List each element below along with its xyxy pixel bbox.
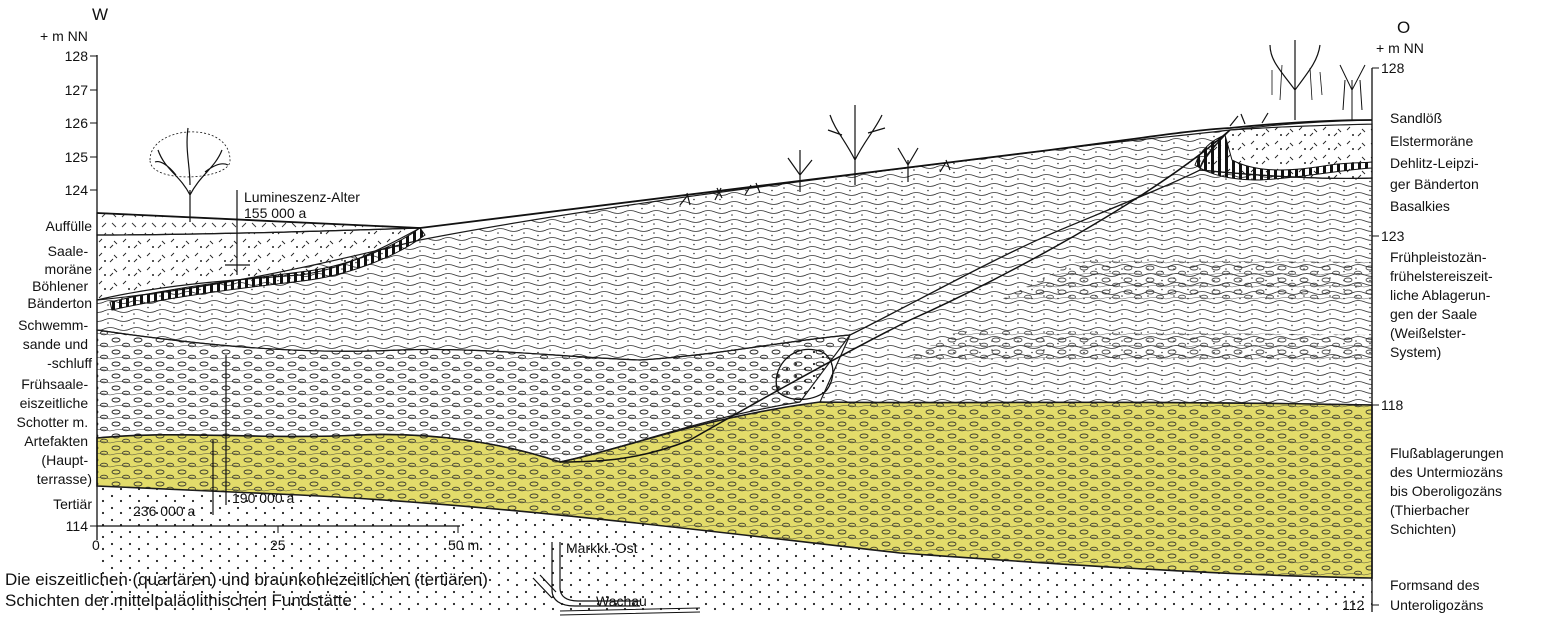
right-layer-labels: Sandlöß Elstermoräne Dehlitz-Leipzi- ger…	[1390, 110, 1508, 613]
label-elstermoraene: Elstermoräne	[1390, 133, 1473, 149]
label-flussablagerungen: Flußablagerungen des Untermiozäns bis Ob…	[1390, 445, 1508, 537]
right-tick-128: 128	[1381, 60, 1405, 76]
west-label: W	[92, 5, 108, 24]
label-sandloess: Sandlöß	[1390, 110, 1442, 126]
right-tick-123: 123	[1381, 228, 1405, 244]
left-layer-labels: Auffülle Saale- moräne Böhlener Bänderto…	[17, 218, 93, 512]
label-basalkies: Basalkies	[1390, 198, 1450, 214]
location-markkl-ost: Markkl.-Ost	[566, 540, 638, 556]
tree-icon	[150, 128, 230, 222]
label-boehlener-baenderton: Böhlener Bänderton	[27, 278, 92, 311]
age-190000: 190 000 a	[232, 490, 294, 506]
left-tick-125: 125	[65, 149, 89, 165]
label-formsand: Formsand des Unteroligozäns	[1390, 577, 1483, 613]
label-fruehpleistozaen: Frühpleistozän- frühelstereiszeit- liche…	[1390, 249, 1497, 360]
label-tertiaer: Tertiär	[53, 496, 92, 512]
label-dehlitz-leipziger-baenderton: Dehlitz-Leipzi- ger Bänderton	[1390, 155, 1483, 192]
distance-tick-0: 0	[92, 537, 100, 553]
tree-icon	[1270, 40, 1322, 120]
label-schwemmsande: Schwemm- sande und -schluff	[18, 317, 92, 371]
east-label: O	[1397, 18, 1410, 37]
left-tick-128: 128	[65, 48, 89, 64]
label-fruehsaale-schotter: Frühsaale- eiszeitliche Schotter m. Arte…	[17, 376, 92, 487]
label-saalemoraene: Saale- moräne	[45, 243, 93, 277]
location-wachau: Wachau	[596, 593, 647, 609]
left-tick-127: 127	[65, 82, 89, 98]
figure-caption: Die eiszeitlichen (quartären) und braunk…	[5, 569, 525, 615]
distance-tick-50: 50 m	[448, 537, 479, 553]
luminescence-value: 155 000 a	[244, 205, 306, 221]
left-axis-unit: + m NN	[40, 28, 88, 44]
distance-tick-25: 25	[270, 537, 286, 553]
right-axis-unit: + m NN	[1376, 40, 1424, 56]
left-tick-114: 114	[66, 518, 89, 534]
right-tick-112: 112	[1342, 597, 1365, 613]
left-tick-126: 126	[65, 115, 89, 131]
luminescence-label: Lumineszenz-Alter	[244, 189, 360, 205]
age-236000: 236 000 a	[133, 503, 195, 519]
left-tick-124: 124	[65, 182, 89, 198]
tree-icon	[1340, 65, 1365, 120]
right-tick-118: 118	[1381, 397, 1404, 413]
label-auffuelle: Auffülle	[46, 218, 93, 234]
